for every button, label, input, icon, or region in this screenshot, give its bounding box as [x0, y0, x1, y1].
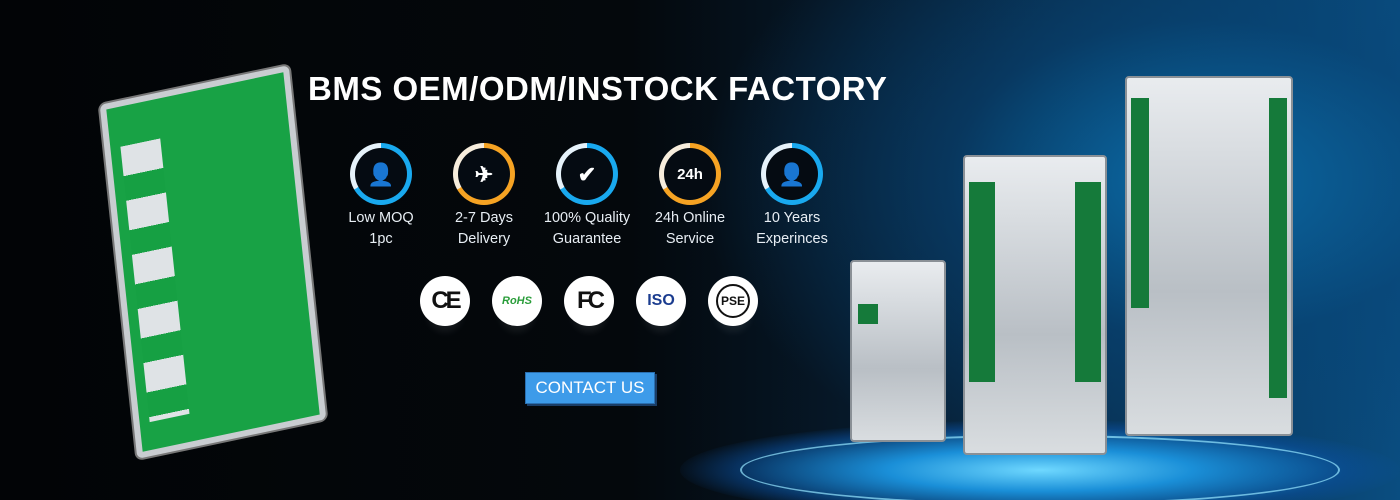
cert-label: CE	[431, 287, 461, 314]
feature-label-line2: Service	[665, 231, 715, 247]
feature-label-line2: 1pc	[369, 231, 393, 247]
feature-5: 👤 10 Years Experinces	[737, 143, 847, 250]
pse-mark-icon: PSE	[708, 276, 758, 326]
cert-label: PSE	[716, 284, 750, 318]
feature-2: ✈ 2-7 Days Delivery	[429, 143, 539, 250]
small-bms-board-image	[850, 260, 946, 442]
iso-icon: ISO	[636, 276, 686, 326]
feature-4: 24h 24h Online Service	[635, 143, 745, 250]
feature-label-line1: 100% Quality	[543, 210, 631, 226]
feature-1: 👤 Low MOQ 1pc	[326, 143, 436, 250]
ce-mark-icon: CE	[420, 276, 470, 326]
green-pcb-board-image	[99, 65, 327, 459]
feature-label-line2: Guarantee	[552, 231, 622, 247]
feature-label-line1: 10 Years	[763, 210, 821, 226]
user-check-icon: 👤	[761, 143, 823, 205]
feature-label-line2: Delivery	[457, 231, 511, 247]
shield-check-icon: ✔	[556, 143, 618, 205]
feature-label-line1: 24h Online	[654, 210, 726, 226]
feature-3: ✔ 100% Quality Guarantee	[532, 143, 642, 250]
cert-label: ISO	[647, 292, 675, 309]
medium-bms-board-image	[963, 155, 1107, 455]
large-bms-board-image	[1125, 76, 1293, 436]
feature-label-line2: Experinces	[756, 231, 828, 247]
banner-title: BMS OEM/ODM/INSTOCK FACTORY	[308, 70, 888, 107]
fcc-mark-icon: FC	[564, 276, 614, 326]
user-box-icon: 👤	[350, 143, 412, 205]
feature-label-line1: Low MOQ	[348, 210, 414, 226]
contact-us-button[interactable]: CONTACT US	[525, 372, 655, 404]
feature-label-line1: 2-7 Days	[454, 210, 514, 226]
cert-label: FC	[577, 287, 605, 314]
rohs-leaf-icon: RoHS	[492, 276, 542, 326]
clock-24h-icon: 24h	[659, 143, 721, 205]
airplane-icon: ✈	[453, 143, 515, 205]
cert-label: RoHS	[502, 295, 532, 307]
